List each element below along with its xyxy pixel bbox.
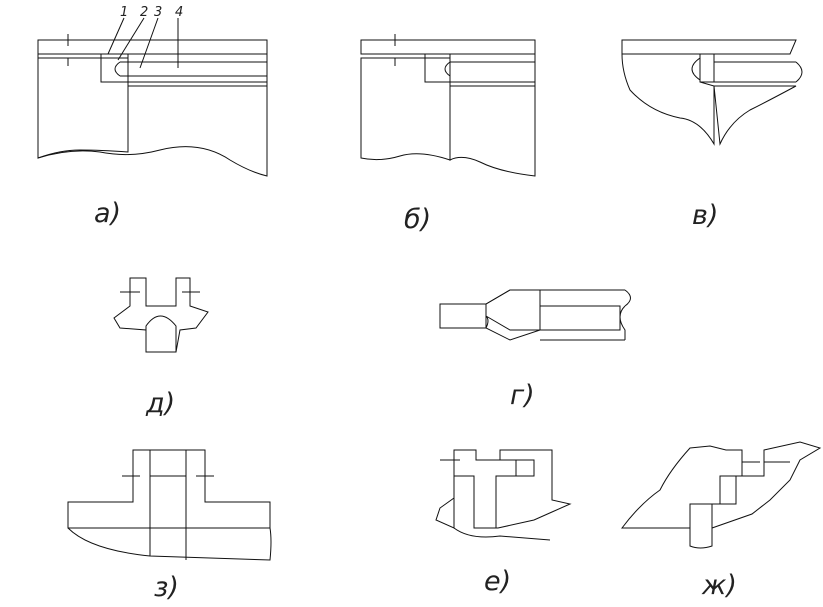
view-zh: ж)	[620, 441, 822, 601]
label-d: д)	[145, 388, 175, 419]
label-e: е)	[484, 566, 511, 597]
view-e: е)	[435, 449, 572, 597]
view-d: д)	[113, 277, 209, 419]
view-g: г)	[439, 289, 631, 411]
callout-4: 4	[175, 5, 183, 20]
label-b: б)	[404, 204, 431, 235]
view-b: б)	[360, 34, 536, 235]
view-v: в)	[621, 39, 803, 231]
label-z: з)	[154, 572, 179, 603]
view-a: 1 2 3 4 а)	[37, 5, 268, 229]
callout-1: 1	[120, 5, 128, 20]
label-zh: ж)	[701, 570, 737, 601]
label-v: в)	[692, 200, 718, 231]
label-a: а)	[94, 198, 121, 229]
callout-2: 2	[140, 5, 148, 20]
callout-3: 3	[154, 5, 162, 20]
label-g: г)	[510, 380, 535, 411]
view-z: з)	[67, 449, 272, 603]
